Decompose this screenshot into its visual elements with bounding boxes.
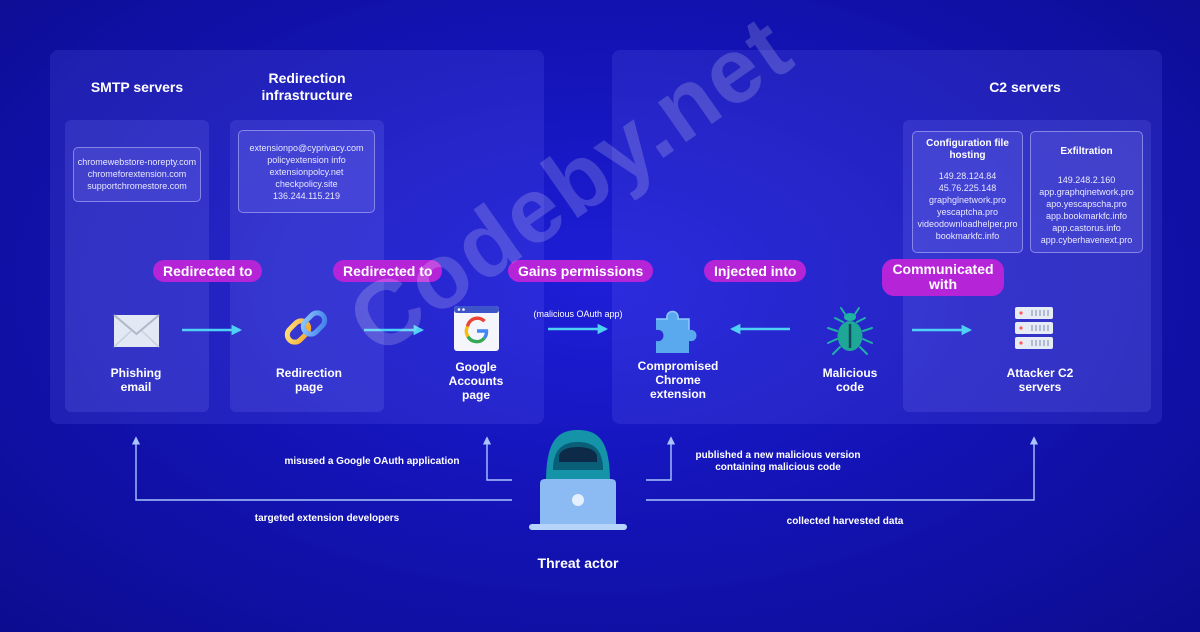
connector-to-phishing [131,436,512,501]
collected-data-note: collected harvested data [786,516,904,527]
domain-item: supportchromestore.com [87,181,187,191]
chain-link-icon [284,310,328,345]
config-hosting-box: Configuration file hosting 149.28.124.84… [912,131,1023,253]
gains-permissions-pill: Gains permissions [508,260,654,282]
targeted-devs-note: targeted extension developers [254,513,400,524]
domain-item: policyextension info [267,155,346,165]
domain-item: app.graphqinetwork.pro [1039,187,1134,197]
domain-item: videodownloadhelper.pro [917,219,1018,229]
domain-item: extensionpo@cyprivacy.com [249,143,364,153]
smtp-domain-list: chromewebstore-norepty.com chromeforexte… [74,156,200,192]
exfiltration-box: Exfiltration 149.248.2.160 app.graphqine… [1030,131,1143,253]
server-stack-icon [1015,307,1053,349]
puzzle-piece-icon [656,310,697,353]
redirected-to-pill-2: Redirected to [333,260,443,282]
redirected-to-pill-1: Redirected to [153,260,263,282]
smtp-domain-box: chromewebstore-norepty.com chromeforexte… [73,147,201,202]
compromised-extension-label: Compromised Chrome extension [637,359,719,401]
redirection-page-label: Redirection page [275,366,342,394]
domain-item: graphglnetwork.pro [928,195,1007,205]
redirection-infrastructure-title: Redirection infrastructure [261,70,353,103]
domain-item: app.bookmarkfc.info [1045,211,1128,221]
c2-servers-title: C2 servers [989,79,1061,95]
attacker-c2-label: Attacker C2 servers [1006,366,1074,394]
left-panel [50,50,544,424]
domain-item: yescaptcha.pro [936,207,999,217]
exfiltration-list: 149.248.2.160 app.graphqinetwork.pro apo… [1031,174,1142,246]
connector-to-google [482,436,512,481]
domain-item: app.castorus.info [1052,223,1121,233]
domain-item: app.cyberhavenext.pro [1040,235,1133,245]
smtp-servers-title: SMTP servers [90,79,184,95]
connector-to-c2 [646,436,1039,501]
google-accounts-label: Google Accounts page [448,360,504,402]
oauth-app-note: (malicious OAuth app) [533,309,623,319]
envelope-icon [113,314,160,348]
bug-icon [827,307,873,355]
domain-item: chromeforextension.com [87,169,187,179]
domain-item: 136.244.115.219 [273,191,340,201]
threat-actor-label: Threat actor [537,555,619,571]
redirection-domain-box: extensionpo@cyprivacy.com policyextensio… [238,130,375,213]
communicated-with-pill: Communicated with [882,259,1004,296]
redirection-domain-list: extensionpo@cyprivacy.com policyextensio… [239,142,374,202]
config-hosting-list: 149.28.124.84 45.76.225.148 graphglnetwo… [913,170,1022,242]
domain-item: 149.248.2.160 [1057,175,1116,185]
domain-item: apo.yescapscha.pro [1046,199,1127,209]
domain-item: extensionpolcy.net [269,167,344,177]
published-version-note: published a new malicious version contai… [695,450,861,473]
misused-oauth-note: misused a Google OAuth application [284,456,460,467]
threat-actor-icon [529,430,627,530]
config-hosting-title: Configuration file hosting [926,138,1009,161]
exfiltration-title: Exfiltration [1060,146,1113,157]
domain-item: checkpolicy.site [275,179,338,189]
domain-item: chromewebstore-norepty.com [77,157,197,167]
malicious-code-label: Malicious code [822,366,878,394]
google-accounts-icon [454,306,499,351]
domain-item: 149.28.124.84 [938,171,997,181]
right-panel [612,50,1162,424]
phishing-email-label: Phishing email [110,366,162,394]
domain-item: 45.76.225.148 [938,183,997,193]
injected-into-pill: Injected into [704,260,807,282]
connector-to-extension [646,436,676,481]
domain-item: bookmarkfc.info [935,231,1000,241]
